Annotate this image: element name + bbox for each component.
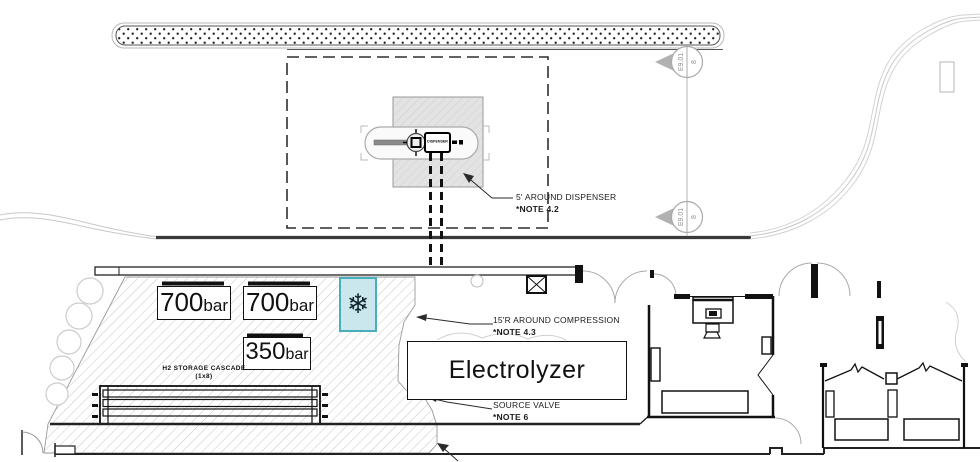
source-valve-note-line1: SOURCE VALVE: [493, 400, 561, 410]
dispenser-note: 5' AROUND DISPENSER *NOTE 4.2: [516, 192, 616, 215]
source-valve-note-line2: *NOTE 6: [493, 411, 529, 422]
dispenser-cabinet-label: DISPENSER: [427, 140, 448, 144]
table: [903, 418, 960, 441]
piping-risers: [429, 153, 443, 271]
wall-jamb: [575, 265, 583, 283]
chair-icon: [705, 323, 720, 333]
compression-note-line2: *NOTE 4.3: [493, 326, 536, 337]
chiller-unit: ❄: [339, 277, 377, 332]
planting-strip: [111, 22, 725, 49]
snowflake-icon: ❄: [346, 289, 370, 319]
roads: [0, 13, 980, 240]
bush-outline: [945, 301, 967, 363]
table: [834, 418, 889, 441]
window-block: [876, 316, 884, 349]
section-sheet-label: E9.01: [678, 208, 685, 226]
source-valve-note: SOURCE VALVE *NOTE 6: [493, 400, 560, 423]
compression-note-line1: 15'R AROUND COMPRESSION: [493, 315, 620, 325]
pressure-value: 350: [245, 338, 286, 365]
section-number-label: 8: [691, 215, 698, 219]
section-marker-top: E9.01 8: [655, 45, 704, 79]
pressure-value: 700: [160, 287, 204, 317]
dispenser-leader: [463, 173, 513, 199]
dispenser-note-line2: *NOTE 4.2: [516, 203, 559, 214]
section-number-label: 8: [691, 60, 698, 64]
dispenser-island: [360, 96, 513, 271]
double-door-swing: [582, 270, 648, 304]
compression-leader: [416, 314, 493, 325]
control-building: [647, 262, 967, 445]
dispenser-note-line1: 5' AROUND DISPENSER: [516, 192, 617, 202]
section-markers: E9.01 8 E9.01 8: [655, 45, 704, 236]
lower-leader: [437, 443, 459, 462]
curb-detail-rect: [939, 61, 955, 93]
compression-note: 15'R AROUND COMPRESSION *NOTE 4.3: [493, 315, 620, 338]
hose-bar: [373, 139, 408, 146]
pressure-unit: bar: [203, 296, 228, 315]
dispenser-cabinet: [424, 132, 451, 153]
patio-structure: [820, 361, 968, 448]
door-leaf: [757, 354, 774, 396]
tree-outline: [436, 332, 567, 341]
canopy-boundary: [286, 56, 549, 229]
cabinet: [761, 336, 772, 355]
cascade-label-line1: H2 STORAGE CASCADE: [162, 365, 246, 372]
pad-north-wall: [94, 266, 577, 276]
electrolyzer-label: Electrolyzer: [448, 356, 586, 384]
electrolyzer-unit: Electrolyzer: [407, 341, 627, 400]
bench: [661, 390, 749, 414]
pressure-unit: bar: [285, 346, 309, 363]
section-marker-bottom: E9.01 8: [655, 200, 704, 234]
pressure-unit: bar: [289, 296, 314, 315]
cascade-label: H2 STORAGE CASCADE (1x8): [148, 365, 260, 380]
curved-driveway: [749, 13, 980, 240]
shrubs: [45, 277, 104, 406]
cabinet: [650, 347, 661, 382]
section-sheet-label: E9.01: [678, 53, 685, 71]
cascade-label-line2: (1x8): [195, 372, 213, 380]
column-symbol: [526, 275, 547, 294]
desk: [692, 296, 734, 339]
equipment-pad: [21, 265, 980, 462]
pressure-value: 700: [246, 287, 290, 317]
